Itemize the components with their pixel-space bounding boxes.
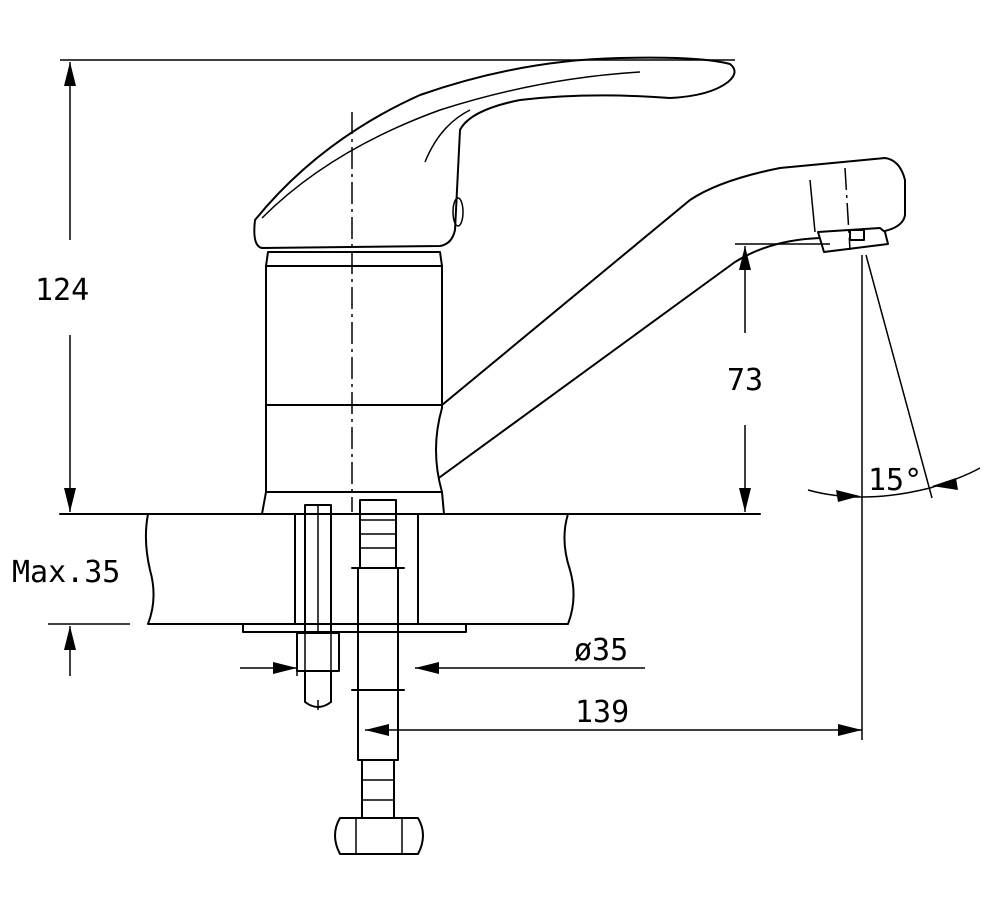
- max-thickness-label: Max.35: [12, 555, 120, 590]
- outlet-centerline: [844, 167, 851, 251]
- hex-nut: [296, 632, 340, 672]
- spout-height-label: 73: [727, 363, 763, 398]
- angle-label: 15°: [868, 463, 922, 498]
- hose-nut: [334, 817, 424, 855]
- mounting-stud: [296, 504, 340, 710]
- countertop-right-block: [417, 513, 575, 625]
- flexible-hose: [334, 499, 424, 855]
- lever-handle: [253, 56, 736, 249]
- aerator-notch: [849, 229, 865, 241]
- body-cylinder: [261, 265, 445, 515]
- dimension-angle: 15°: [807, 254, 981, 502]
- dimension-max-thickness: Max.35: [12, 555, 130, 676]
- spout: [435, 157, 906, 481]
- hole-diameter-label: ø35: [574, 633, 628, 668]
- faucet-body: [253, 56, 906, 515]
- dimension-total-height: 124: [35, 59, 735, 512]
- total-height-label: 124: [35, 273, 89, 308]
- countertop-left-block: [144, 513, 296, 625]
- mounting-plate: [242, 623, 467, 633]
- cartridge-cap: [265, 251, 443, 267]
- reach-label: 139: [575, 695, 629, 730]
- dimension-spout-height: 73: [727, 243, 830, 512]
- countertop-section: [59, 513, 761, 633]
- dimension-hole-diameter: ø35: [240, 633, 645, 676]
